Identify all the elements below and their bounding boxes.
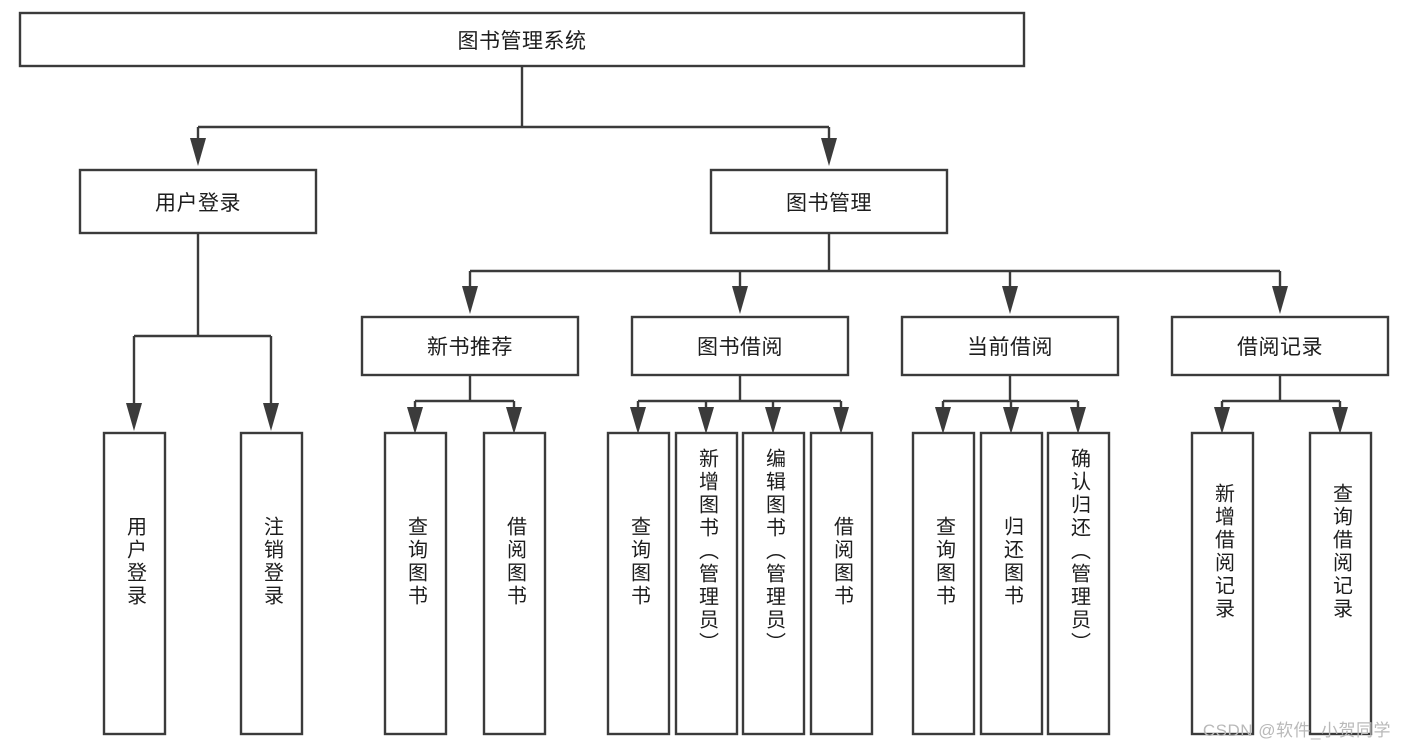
connector-group-borrow-record (1214, 375, 1348, 434)
arrow-head-leaf-borrow-book-2 (833, 407, 849, 434)
arrow-head-leaf-return-book (1003, 407, 1019, 434)
connector-group-root (190, 66, 837, 166)
connector-group-book-manage (462, 233, 1288, 314)
arrow-head-leaf-query-book-3 (935, 407, 951, 434)
node-box-leaf-return-book[interactable] (979, 431, 1044, 736)
arrow-head-leaf-edit-book (765, 407, 781, 434)
arrow-head-leaf-confirm-return (1070, 407, 1086, 434)
arrow-head-leaf-add-book (698, 407, 714, 434)
node-box-root[interactable] (18, 11, 1026, 68)
node-box-current-borrow[interactable] (900, 315, 1120, 377)
arrow-head-leaf-user-login (126, 403, 142, 431)
node-box-leaf-edit-book[interactable] (741, 431, 806, 736)
node-box-leaf-borrow-book-1[interactable] (482, 431, 547, 736)
node-box-new-book-recommend[interactable] (360, 315, 580, 377)
node-box-leaf-add-book[interactable] (674, 431, 739, 736)
node-box-book-manage[interactable] (709, 168, 949, 235)
node-box-leaf-query-book-3[interactable] (911, 431, 976, 736)
arrow-head-leaf-borrow-book-1 (506, 407, 522, 434)
arrow-head-borrow-record (1272, 286, 1288, 314)
arrow-head-current-borrow (1002, 286, 1018, 314)
node-box-leaf-query-record[interactable] (1308, 431, 1373, 736)
node-box-leaf-query-book-1[interactable] (383, 431, 448, 736)
arrow-head-leaf-user-logout (263, 403, 279, 431)
connector-group-book-borrow (630, 375, 849, 434)
arrow-head-user-login (190, 138, 206, 166)
arrow-head-book-manage (821, 138, 837, 166)
node-box-leaf-confirm-return[interactable] (1046, 431, 1111, 736)
arrow-head-new-book-recommend (462, 286, 478, 314)
arrow-head-leaf-add-record (1214, 407, 1230, 434)
node-box-leaf-query-book-2[interactable] (606, 431, 671, 736)
arrow-head-leaf-query-record (1332, 407, 1348, 434)
node-box-borrow-record[interactable] (1170, 315, 1390, 377)
node-box-leaf-add-record[interactable] (1190, 431, 1255, 736)
node-box-leaf-borrow-book-2[interactable] (809, 431, 874, 736)
connector-group-new-book-recommend (407, 375, 522, 434)
node-box-leaf-user-login[interactable] (102, 431, 167, 736)
connector-group-current-borrow (935, 375, 1086, 434)
node-box-user-login[interactable] (78, 168, 318, 235)
node-box-book-borrow[interactable] (630, 315, 850, 377)
arrow-head-book-borrow (732, 286, 748, 314)
connector-group-user-login (126, 233, 279, 431)
node-box-leaf-user-logout[interactable] (239, 431, 304, 736)
arrow-head-leaf-query-book-2 (630, 407, 646, 434)
arrow-head-leaf-query-book-1 (407, 407, 423, 434)
